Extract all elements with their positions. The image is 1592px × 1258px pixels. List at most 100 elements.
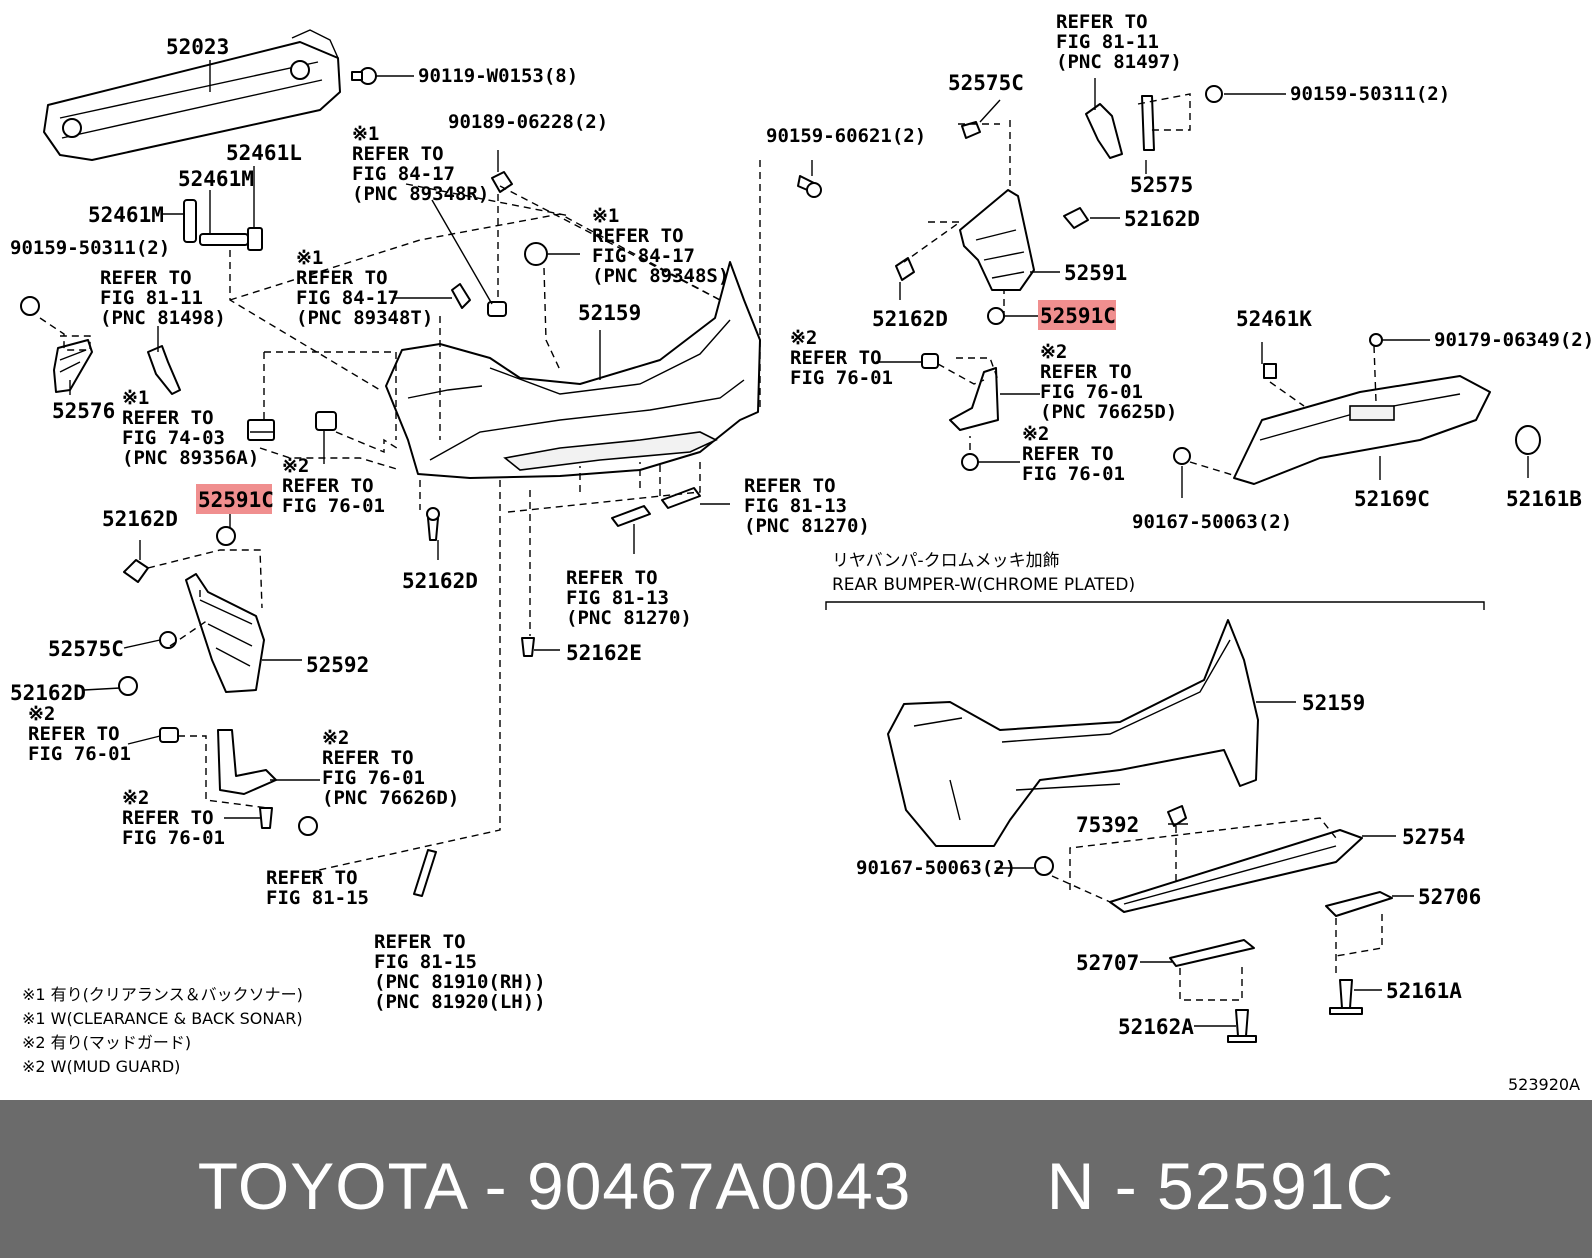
- label-52162D-left-bottom: 52162D: [10, 681, 86, 705]
- label-90159-60621: 90159-60621(2): [766, 125, 926, 147]
- label-52162A: 52162A: [1118, 1015, 1194, 1039]
- svg-text:(PNC 81270): (PNC 81270): [566, 607, 692, 629]
- label-52023: 52023: [166, 35, 229, 59]
- trim-piece-left-drawing: [147, 345, 181, 395]
- bolt-90119-drawing: [351, 67, 377, 85]
- fastener-52162D-center-drawing: [426, 507, 440, 541]
- label-52575: 52575: [1130, 173, 1193, 197]
- bracket-52591-drawing: [895, 189, 1089, 325]
- ref-81-15-left: REFER TO FIG 81-15: [266, 867, 369, 909]
- svg-text:FIG 81-11: FIG 81-11: [1056, 31, 1159, 53]
- svg-text:※1: ※1: [592, 205, 619, 227]
- ref-76-01-left-low: ※2 REFER TO FIG 76-01: [122, 787, 225, 849]
- label-52576: 52576: [52, 399, 115, 423]
- svg-text:FIG 81-11: FIG 81-11: [100, 287, 203, 309]
- note-2-jp: ※2 有り(マッドガード): [22, 1033, 191, 1052]
- label-90119: 90119-W0153(8): [418, 65, 578, 87]
- label-52159-main: 52159: [578, 301, 641, 325]
- label-52575C-left: 52575C: [48, 637, 124, 661]
- label-52706: 52706: [1418, 885, 1481, 909]
- note-1-en: ※1 W(CLEARANCE & BACK SONAR): [22, 1009, 303, 1028]
- sensor-mounts-drawing: [247, 242, 548, 441]
- svg-text:※2: ※2: [790, 327, 817, 349]
- svg-text:REFER TO: REFER TO: [1056, 11, 1148, 33]
- right-upper-parts-drawing: [961, 85, 1223, 159]
- label-52575C-right: 52575C: [948, 71, 1024, 95]
- ref-76-01-mud: ※2 REFER TO FIG 76-01 (PNC 76626D): [322, 727, 459, 809]
- svg-text:(PNC 81498): (PNC 81498): [100, 307, 226, 329]
- ref-76-01-left: ※2 REFER TO FIG 76-01: [28, 703, 131, 765]
- dashed-lines: [39, 93, 1383, 1001]
- bracket-52576-drawing: [53, 339, 93, 393]
- screw-90159-60621-drawing: [797, 175, 822, 198]
- label-90167-a: 90167-50063(2): [1132, 511, 1292, 533]
- left-side-bracket-drawing: [118, 526, 318, 836]
- ref-81-13-left: REFER TO FIG 81-13 (PNC 81270): [566, 567, 692, 629]
- label-52162E: 52162E: [566, 641, 642, 665]
- svg-text:FIG 81-13: FIG 81-13: [566, 587, 669, 609]
- svg-text:※1: ※1: [296, 247, 323, 269]
- reflector-rod-drawing: [413, 849, 437, 897]
- chrome-parts-drawing: [1034, 805, 1393, 1043]
- svg-text:FIG 76-01: FIG 76-01: [790, 367, 893, 389]
- svg-text:FIG 76-01: FIG 76-01: [1040, 381, 1143, 403]
- label-90189: 90189-06228(2): [448, 111, 608, 133]
- ref-76-01-right-c: ※2 REFER TO FIG 76-01: [1022, 423, 1125, 485]
- label-52754: 52754: [1402, 825, 1465, 849]
- svg-text:(PNC 89348R): (PNC 89348R): [352, 183, 489, 205]
- svg-text:REFER TO: REFER TO: [374, 931, 466, 953]
- svg-text:(PNC 81920(LH)): (PNC 81920(LH)): [374, 991, 546, 1013]
- ref-76-01-right-a: ※2 REFER TO FIG 76-01: [790, 327, 893, 389]
- svg-text:(PNC 81910(RH)): (PNC 81910(RH)): [374, 971, 546, 993]
- svg-text:FIG 81-15: FIG 81-15: [374, 951, 477, 973]
- clip-90159-left-drawing: [20, 296, 40, 316]
- ref-81-11-right: REFER TO FIG 81-11 (PNC 81497): [1056, 11, 1182, 73]
- label-chrome-jp: リヤバンパ-クロムメッキ加飾: [832, 551, 1060, 571]
- ref-81-15-bottom: REFER TO FIG 81-15 (PNC 81910(RH)) (PNC …: [374, 931, 546, 1013]
- ref-76-01-right-b: ※2 REFER TO FIG 76-01 (PNC 76625D): [1040, 341, 1177, 423]
- note-2-en: ※2 W(MUD GUARD): [22, 1057, 180, 1076]
- svg-text:FIG 76-01: FIG 76-01: [122, 827, 225, 849]
- bumper-lower-52169C-drawing: [1173, 333, 1541, 485]
- ref-84-17-right: ※1 REFER TO FIG 84-17 (PNC 89348S): [592, 205, 729, 287]
- label-52161B: 52161B: [1506, 487, 1582, 511]
- svg-text:REFER TO: REFER TO: [266, 867, 358, 889]
- svg-text:※2: ※2: [322, 727, 349, 749]
- label-52461M-b: 52461M: [88, 203, 164, 227]
- fastener-52162E-drawing: [521, 637, 535, 657]
- svg-text:(PNC 89348T): (PNC 89348T): [296, 307, 433, 329]
- label-52169C: 52169C: [1354, 487, 1430, 511]
- label-52162D-center: 52162D: [402, 569, 478, 593]
- svg-text:FIG 74-03: FIG 74-03: [122, 427, 225, 449]
- svg-text:(PNC 76625D): (PNC 76625D): [1040, 401, 1177, 423]
- svg-text:REFER TO: REFER TO: [122, 807, 214, 829]
- pads-52461-drawing: [183, 199, 263, 251]
- label-90179: 90179-06349(2): [1434, 329, 1592, 351]
- highlight-52591C-right: [1038, 300, 1116, 330]
- ref-81-11-left: REFER TO FIG 81-11 (PNC 81498): [100, 267, 226, 329]
- svg-text:REFER TO: REFER TO: [122, 407, 214, 429]
- svg-text:REFER TO: REFER TO: [28, 723, 120, 745]
- svg-text:REFER TO: REFER TO: [322, 747, 414, 769]
- figure-code: 523920A: [1508, 1075, 1580, 1094]
- label-75392: 75392: [1076, 813, 1139, 837]
- parts-diagram: 52023 90119-W0153(8) 52461L 52461M 52461…: [10, 11, 1592, 1094]
- label-52592: 52592: [306, 653, 369, 677]
- label-52461L: 52461L: [226, 141, 302, 165]
- label-52461K: 52461K: [1236, 307, 1312, 331]
- label-52162D-right-a: 52162D: [1124, 207, 1200, 231]
- svg-text:FIG 76-01: FIG 76-01: [282, 495, 385, 517]
- ref-81-13-right: REFER TO FIG 81-13 (PNC 81270): [744, 475, 870, 537]
- rear-bumper-main-drawing: [385, 261, 761, 479]
- footer-title: TOYOTA - 90467A0043 N - 52591C: [197, 1149, 1395, 1223]
- svg-text:※2: ※2: [1022, 423, 1049, 445]
- label-52161A: 52161A: [1386, 979, 1462, 1003]
- footer-bar: TOYOTA - 90467A0043 N - 52591C: [0, 1100, 1592, 1258]
- svg-text:REFER TO: REFER TO: [790, 347, 882, 369]
- svg-text:REFER TO: REFER TO: [100, 267, 192, 289]
- chrome-bumper-drawing: [887, 619, 1259, 847]
- svg-text:FIG 84-17: FIG 84-17: [352, 163, 455, 185]
- svg-text:FIG 84-17: FIG 84-17: [296, 287, 399, 309]
- svg-text:FIG 81-15: FIG 81-15: [266, 887, 369, 909]
